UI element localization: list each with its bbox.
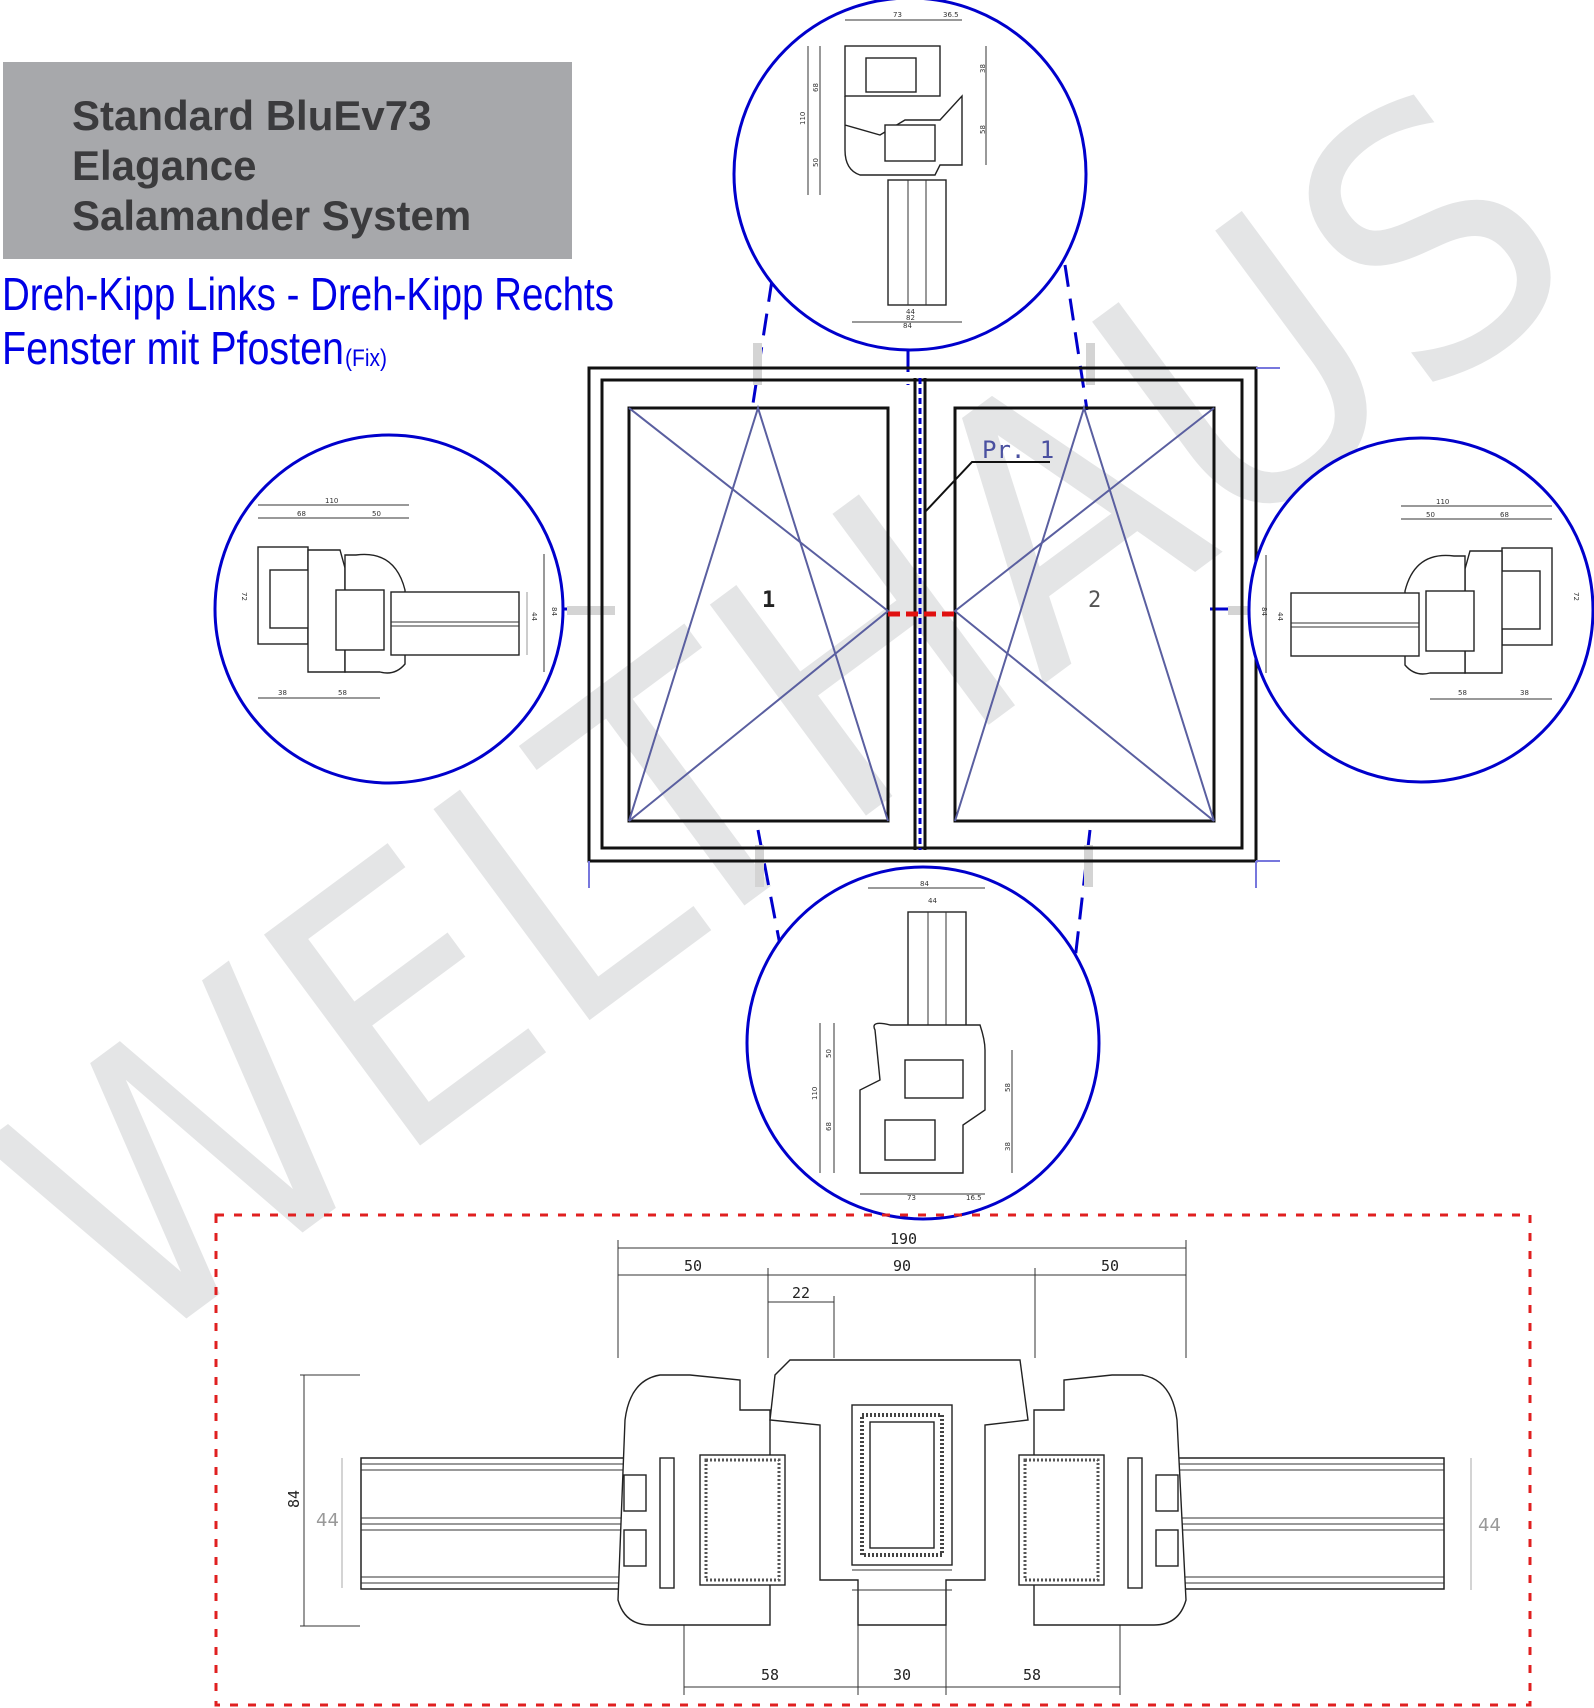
left-dim-84: 84: [550, 607, 558, 616]
bottom-dim-110: 110: [811, 1087, 819, 1100]
dim-left-50: 50: [684, 1257, 702, 1275]
bottom-dim-58: 58: [1004, 1083, 1012, 1092]
top-dim-68: 68: [812, 83, 820, 92]
tilt-turn-lines-1: [628, 404, 890, 822]
profile-callout: Pr. 1: [982, 436, 1054, 464]
dim-glass-right-44: 44: [1478, 1515, 1501, 1536]
dim-height-84: 84: [285, 1490, 303, 1508]
dim-middle-90: 90: [893, 1257, 911, 1275]
sash-label-1: 1: [762, 588, 775, 613]
left-dim-38: 38: [278, 689, 287, 697]
right-dim-38: 38: [1520, 689, 1529, 697]
dim-offset-22: 22: [792, 1284, 810, 1302]
top-dim-36-5: 36.5: [943, 11, 959, 19]
detail-circle-right[interactable]: 110 50 68 84 44 58 38 72: [1247, 436, 1594, 784]
dim-bottom-mid-30: 30: [893, 1666, 911, 1684]
right-dim-44: 44: [1276, 612, 1284, 621]
detail-circle-left[interactable]: 110 68 50 84 44 38 58 72: [213, 433, 565, 785]
dim-right-50: 50: [1101, 1257, 1119, 1275]
right-sash-profile: [1018, 1374, 1187, 1626]
top-dim-73: 73: [893, 11, 902, 19]
dim-overall-190: 190: [890, 1230, 917, 1248]
top-dim-110: 110: [799, 112, 807, 125]
bottom-dim-73: 73: [907, 1194, 916, 1202]
mullion-profile: [769, 1359, 1029, 1626]
top-dim-50: 50: [812, 158, 820, 167]
detail-circle-bottom[interactable]: 84 44 110 50 68 58 38 73 16.5: [745, 865, 1101, 1221]
header-line-1: Standard BluEv73: [72, 92, 431, 139]
right-profile-drawing: [1265, 505, 1553, 700]
left-dimension-lines: [258, 504, 545, 699]
left-dim-72: 72: [240, 592, 248, 601]
left-profile-drawing: [257, 546, 520, 674]
glass-right: [1139, 1457, 1445, 1590]
subtitle-line-2: Fenster mit Pfosten: [2, 322, 344, 374]
left-sash-profile: [617, 1374, 786, 1626]
mullion-dimension-lines: [300, 1240, 1472, 1695]
detail-circle-top[interactable]: 73 36.5 110 68 50 38 58 44 82 84: [732, 0, 1088, 352]
bottom-dim-68: 68: [825, 1122, 833, 1131]
bottom-dim-84: 84: [920, 880, 929, 888]
top-dim-82: 82: [906, 314, 915, 322]
glass-left: [360, 1457, 662, 1590]
header-line-2: Elagance: [72, 142, 256, 189]
dim-bottom-right-58: 58: [1023, 1666, 1041, 1684]
left-dim-50: 50: [372, 510, 381, 518]
subtitle-fix-note: (Fix): [345, 345, 387, 372]
bottom-profile-drawing: [859, 911, 986, 1174]
sash-1[interactable]: 1: [627, 404, 890, 823]
left-dim-44: 44: [530, 612, 538, 621]
dim-glass-left-44: 44: [316, 1510, 339, 1531]
header-line-3: Salamander System: [72, 192, 471, 239]
bottom-dim-44: 44: [928, 897, 937, 905]
left-dim-68: 68: [297, 510, 306, 518]
sash-2[interactable]: 2: [953, 404, 1216, 823]
top-profile-drawing: [844, 45, 963, 306]
top-dim-44: 44: [906, 308, 915, 316]
dim-bottom-left-58: 58: [761, 1666, 779, 1684]
top-dimension-lines: [807, 19, 987, 323]
right-dim-58: 58: [1458, 689, 1467, 697]
tilt-turn-lines-2: [953, 404, 1215, 822]
top-dim-58: 58: [979, 125, 987, 134]
bottom-dimension-lines: [819, 887, 1013, 1195]
top-dim-38: 38: [979, 64, 987, 73]
top-dim-84: 84: [903, 322, 912, 330]
right-dim-84: 84: [1260, 607, 1268, 616]
bottom-dim-38: 38: [1004, 1142, 1012, 1151]
callout-leader: [924, 461, 1050, 513]
header-background: [3, 62, 572, 259]
left-dim-58: 58: [338, 689, 347, 697]
subtitle-line-1: Dreh-Kipp Links - Dreh-Kipp Rechts: [2, 268, 614, 320]
mullion-section-detail: 190 50 90 50 22 84 44 44 58 30 58: [214, 1213, 1532, 1707]
right-dim-68: 68: [1500, 511, 1509, 519]
bottom-dim-16-5: 16.5: [966, 1194, 982, 1202]
left-dim-110: 110: [325, 497, 338, 505]
sash-label-2: 2: [1088, 588, 1101, 613]
right-dim-72: 72: [1572, 592, 1580, 601]
right-dim-110: 110: [1436, 498, 1449, 506]
bottom-dim-50: 50: [825, 1049, 833, 1058]
right-dim-50: 50: [1426, 511, 1435, 519]
header-box: Standard BluEv73 Elagance Salamander Sys…: [3, 62, 572, 259]
